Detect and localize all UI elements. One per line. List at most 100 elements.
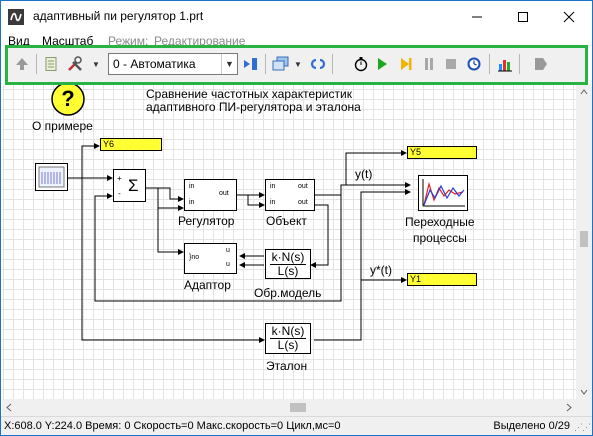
step-icon: [401, 58, 412, 70]
horizontal-scrollbar[interactable]: [2, 399, 576, 416]
regulator-in-port: in: [189, 199, 195, 206]
about-label[interactable]: О примере: [32, 119, 93, 133]
regulator-out-port: out: [219, 190, 229, 197]
vertical-scroll-track: [580, 89, 588, 395]
toolbar: ▼ 0 - Автоматика ▼ ▼: [5, 45, 588, 85]
title-bar: адаптивный пи регулятор 1.prt: [1, 1, 592, 32]
pause-button[interactable]: [419, 54, 439, 74]
link-icon: [310, 58, 326, 70]
minimize-button[interactable]: [454, 1, 500, 32]
timer-button[interactable]: [351, 54, 371, 74]
clock-icon: [467, 57, 481, 71]
status-speed: Скорость=0: [133, 420, 194, 432]
etalon-block[interactable]: k·N(s) L(s): [265, 323, 311, 354]
object-out-port: out: [298, 183, 308, 190]
obr-model-denominator: L(s): [277, 263, 299, 278]
arrow-up-icon: [16, 58, 28, 70]
exit-button[interactable]: [531, 54, 551, 74]
etalon-label: Эталон: [266, 359, 308, 373]
menu-scale[interactable]: Масштаб: [42, 34, 94, 48]
up-button[interactable]: [12, 54, 32, 74]
document-icon: [45, 57, 57, 71]
regulator-block[interactable]: in in out: [184, 179, 237, 211]
bar-chart-icon: [498, 60, 512, 72]
adapter-block[interactable]: }no u u: [184, 243, 237, 274]
close-icon: [563, 11, 575, 22]
toolbar-separator: [332, 54, 333, 74]
menu-view[interactable]: Вид: [8, 34, 30, 48]
obr-model-label: Обр.модель: [254, 286, 322, 300]
obr-model-block[interactable]: k·N(s) L(s): [265, 249, 311, 279]
step-source-block[interactable]: [35, 163, 68, 191]
pause-icon: [425, 58, 433, 70]
sigma-symbol: Σ: [128, 176, 139, 195]
sum-block[interactable]: + - Σ: [113, 169, 146, 202]
step-button[interactable]: [396, 54, 416, 74]
toolbar-separator: [489, 54, 490, 74]
maximize-button[interactable]: [500, 1, 546, 32]
object-block[interactable]: in in out out: [265, 179, 315, 211]
windows-button[interactable]: [271, 54, 291, 74]
clock-button[interactable]: [464, 54, 484, 74]
horizontal-scroll-track: [6, 403, 572, 412]
start-button[interactable]: [372, 54, 392, 74]
object-in-port: in: [270, 183, 276, 190]
window-title: адаптивный пи регулятор 1.prt: [33, 9, 204, 23]
plot-block[interactable]: [418, 175, 468, 211]
close-button[interactable]: [546, 1, 592, 32]
regulator-label: Регулятор: [178, 214, 235, 228]
scroll-corner: [576, 399, 592, 416]
status-selected: Выделено 0/29: [493, 420, 570, 432]
plot-label-line-2: процессы: [413, 231, 467, 245]
signal-y-label: y(t): [355, 167, 373, 181]
windows-icon: [272, 56, 289, 71]
status-cycle: Цикл,мс=0: [286, 420, 341, 432]
mode-caption: Режим:: [108, 34, 149, 48]
connection-lines: [68, 143, 411, 343]
chevron-up-icon: [580, 89, 588, 95]
help-glyph: ?: [61, 86, 74, 111]
document-button[interactable]: [41, 54, 61, 74]
mode-select[interactable]: 0 - Автоматика ▼: [108, 53, 238, 75]
chart-button[interactable]: [495, 54, 515, 74]
link-button[interactable]: [308, 54, 328, 74]
y6-output-tag[interactable]: Y6: [100, 138, 162, 151]
tools-button[interactable]: [65, 54, 85, 74]
sum-plus-sign: +: [117, 174, 122, 183]
status-coords: X:608.0 Y:224.0: [4, 420, 83, 432]
maximize-icon: [518, 11, 528, 22]
y5-output-tag[interactable]: Y5: [407, 146, 477, 159]
y1-output-tag[interactable]: Y1: [407, 273, 477, 286]
chevron-down-icon[interactable]: ▼: [92, 60, 100, 69]
help-icon[interactable]: ?: [50, 85, 86, 117]
plot-label-line-1: Переходные: [405, 215, 475, 229]
toolbar-separator: [519, 54, 520, 74]
toolbar-separator: [265, 54, 266, 74]
sum-minus-sign: -: [118, 189, 121, 198]
adapter-in-port: }no: [189, 254, 200, 261]
chevron-down-icon: ▼: [221, 54, 237, 74]
resize-grip-icon[interactable]: ⋰⋰: [574, 422, 591, 432]
apply-mode-button[interactable]: [241, 54, 261, 74]
etalon-denominator: L(s): [277, 338, 299, 352]
diagram-canvas[interactable]: ? О примере Сравнение частотных характер…: [2, 85, 576, 399]
status-bar: X:608.0 Y:224.0 Время: 0 Скорость=0 Макс…: [1, 416, 592, 435]
toolbar-separator: [36, 54, 37, 74]
exit-icon: [535, 58, 547, 70]
chevron-left-icon: [6, 403, 12, 412]
mode-select-value: 0 - Автоматика: [113, 57, 196, 71]
vertical-scrollbar[interactable]: [576, 85, 592, 399]
step-signal-icon: [38, 166, 65, 188]
object-out-port: out: [298, 199, 308, 206]
vertical-scroll-thumb: [580, 231, 588, 247]
signal-ystar-label: y*(t): [370, 263, 392, 277]
tools-icon: [68, 56, 82, 71]
obr-model-numerator: k·N(s): [269, 249, 307, 265]
chevron-down-icon[interactable]: ▼: [294, 60, 302, 69]
adapter-u-port: u: [226, 261, 230, 268]
heading-line-1: Сравнение частотных характеристик: [146, 87, 352, 101]
object-label: Объект: [266, 214, 307, 228]
heading-line-2: адаптивного ПИ-регулятора и эталона: [146, 100, 361, 114]
stop-button[interactable]: [441, 54, 461, 74]
